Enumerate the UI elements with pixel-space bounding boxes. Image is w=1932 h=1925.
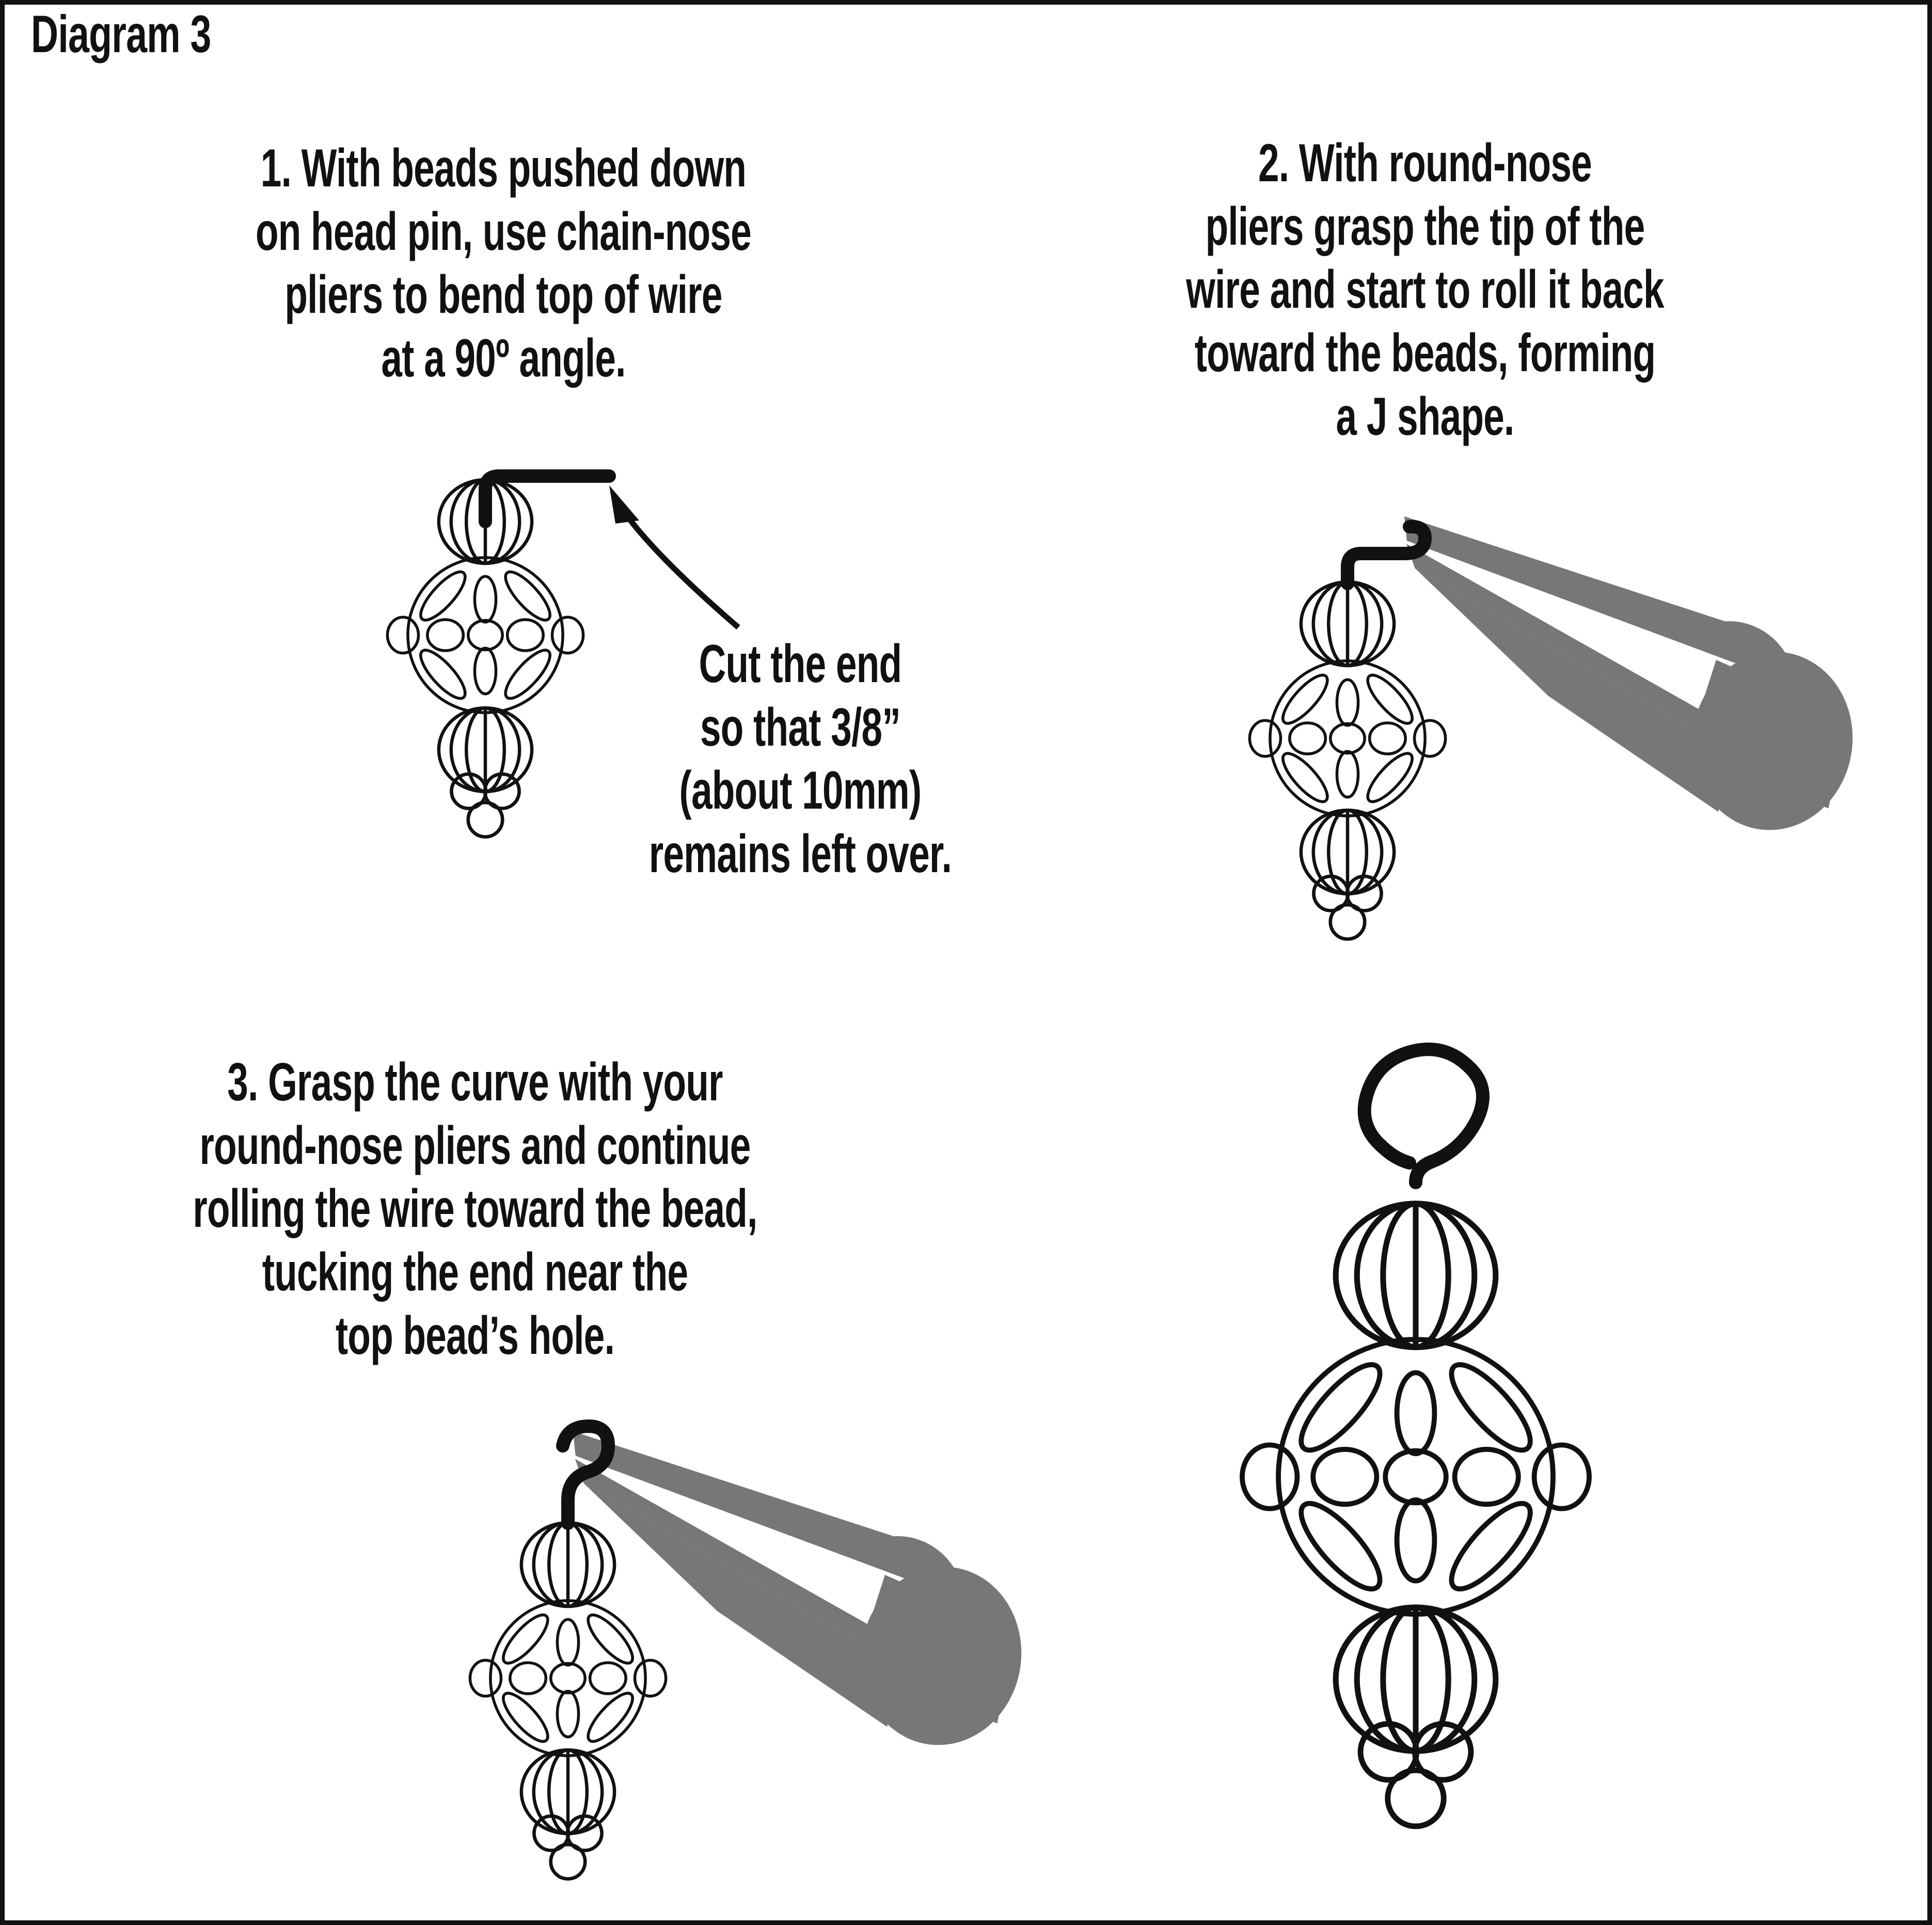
step-3-line-1: 3. Grasp the curve with your	[227, 1052, 723, 1112]
step-2-instructions: 2. With round-nose pliers grasp the tip …	[1043, 132, 1807, 449]
page-title: Diagram 3	[31, 5, 211, 64]
step-3-instructions: 3. Grasp the curve with your round-nose …	[52, 1051, 898, 1368]
step-2-line-2: pliers grasp the tip of the	[1205, 196, 1645, 257]
callout-line-2: so that 3/8”	[700, 697, 901, 758]
step-3-line-4: tucking the end near the	[262, 1242, 688, 1303]
step-1-instructions: 1. With beads pushed down on head pin, u…	[129, 137, 878, 390]
step-2-line-5: a J shape.	[1336, 386, 1514, 447]
step-1-line-4: at a 90º angle.	[381, 328, 626, 389]
step-2-line-4: toward the beads, forming	[1194, 323, 1656, 384]
callout-line-1: Cut the end	[699, 634, 902, 694]
step-1-line-3: pliers to bend top of wire	[284, 265, 722, 325]
step-3-line-3: rolling the wire toward the bead,	[193, 1179, 757, 1239]
step-1-line-1: 1. With beads pushed down	[260, 138, 747, 198]
cut-end-callout: Cut the end so that 3/8” (about 10mm) re…	[527, 633, 1074, 886]
step-1-line-2: on head pin, use chain-nose	[255, 201, 752, 262]
step-3-line-2: round-nose pliers and continue	[199, 1115, 751, 1176]
callout-line-3: (about 10mm)	[679, 761, 922, 821]
step-2-line-1: 2. With round-nose	[1258, 133, 1592, 193]
step-3-line-5: top bead’s hole.	[335, 1305, 615, 1366]
step-2-line-3: wire and start to roll it back	[1186, 260, 1664, 320]
callout-line-4: remains left over.	[648, 824, 952, 885]
